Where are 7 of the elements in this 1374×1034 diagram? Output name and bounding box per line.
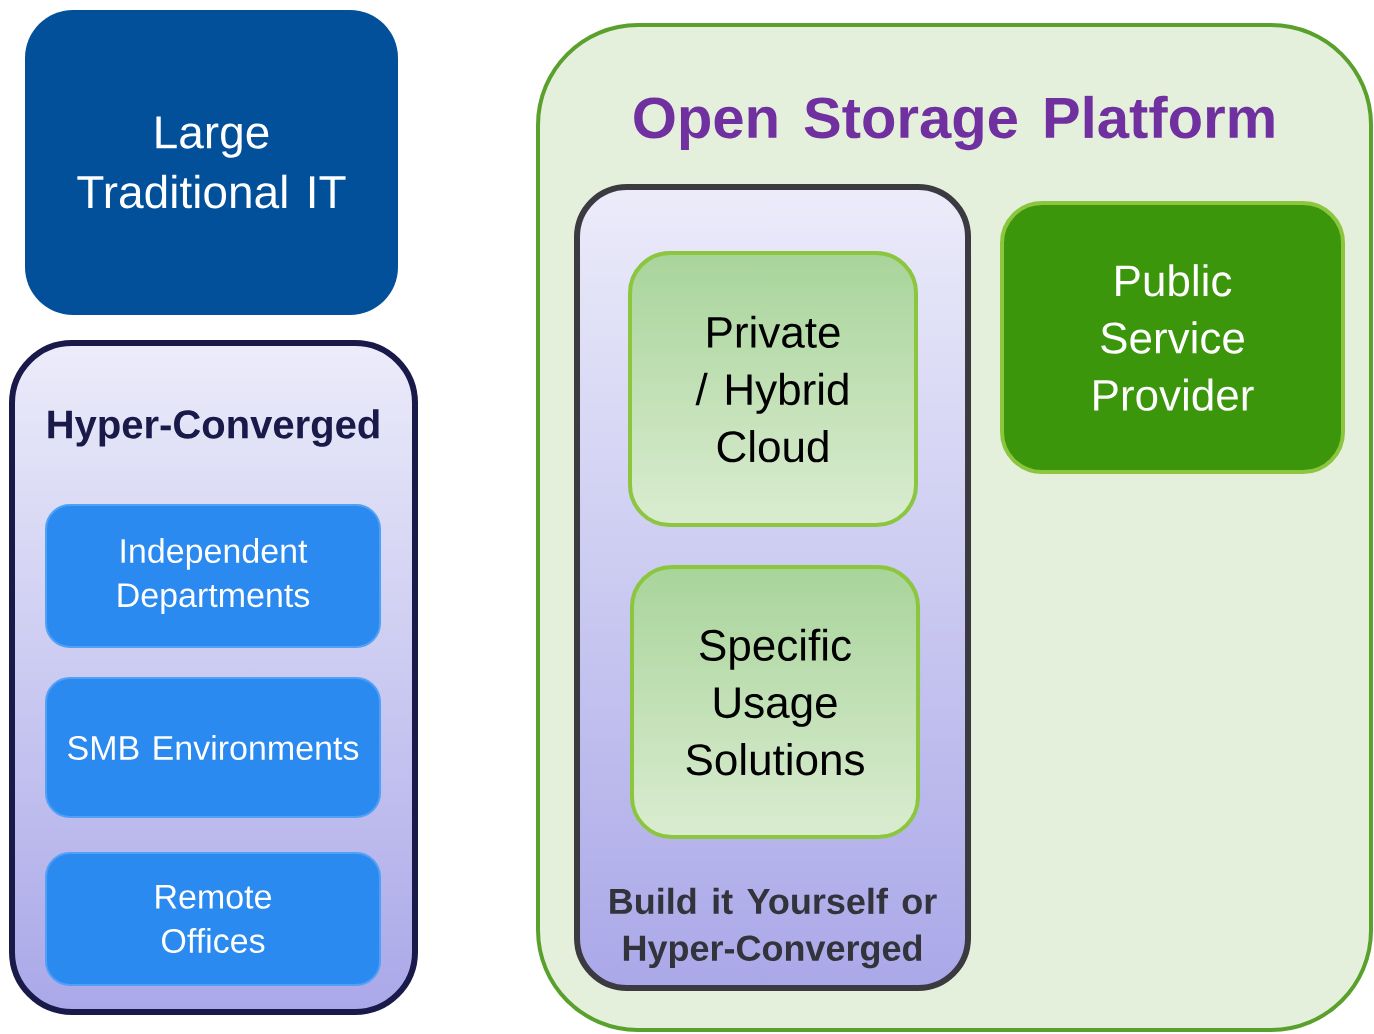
segment-box: Public Service Provider [1000, 201, 1345, 474]
segment-box: Private / Hybrid Cloud [628, 251, 918, 527]
segment-box: SMB Environments [45, 677, 381, 818]
segment-box: Independent Departments [45, 504, 381, 648]
segment-box: Remote Offices [45, 852, 381, 986]
segment-box: Specific Usage Solutions [630, 565, 920, 839]
segment-box: Large Traditional IT [25, 10, 398, 315]
